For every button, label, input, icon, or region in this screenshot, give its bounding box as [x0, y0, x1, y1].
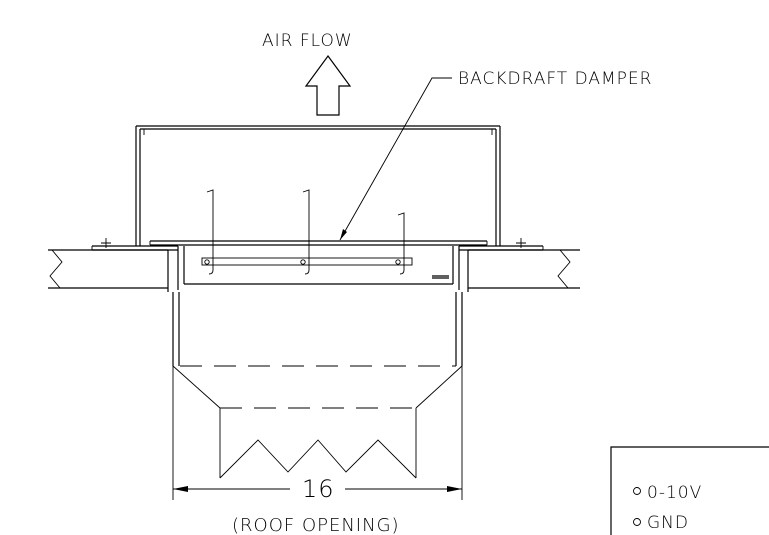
- hood-housing: [135, 125, 501, 246]
- mounting-flanges: [91, 238, 544, 251]
- airflow-label: AIR FLOW: [262, 31, 353, 51]
- damper-label: BACKDRAFT DAMPER: [458, 69, 652, 89]
- damper-leader-arrowhead: [340, 229, 347, 240]
- terminal-circle-icon: [633, 518, 641, 526]
- roof-deck: [48, 249, 580, 292]
- airflow-arrow-icon: [304, 54, 352, 116]
- terminal-circle-icon: [633, 487, 641, 495]
- duct-transition: [172, 292, 463, 479]
- terminal-label-gnd: GND: [647, 513, 689, 533]
- dimension-value: 16: [302, 475, 335, 503]
- damper-assembly: [149, 240, 488, 290]
- terminal-box: [610, 446, 769, 535]
- terminal-label-0-10v: 0-10V: [647, 483, 702, 503]
- dimension-note: (ROOF OPENING): [232, 515, 400, 535]
- damper-leader-line: [339, 77, 452, 241]
- opening-dimension: [172, 298, 463, 500]
- damper-hangers: [204, 189, 405, 275]
